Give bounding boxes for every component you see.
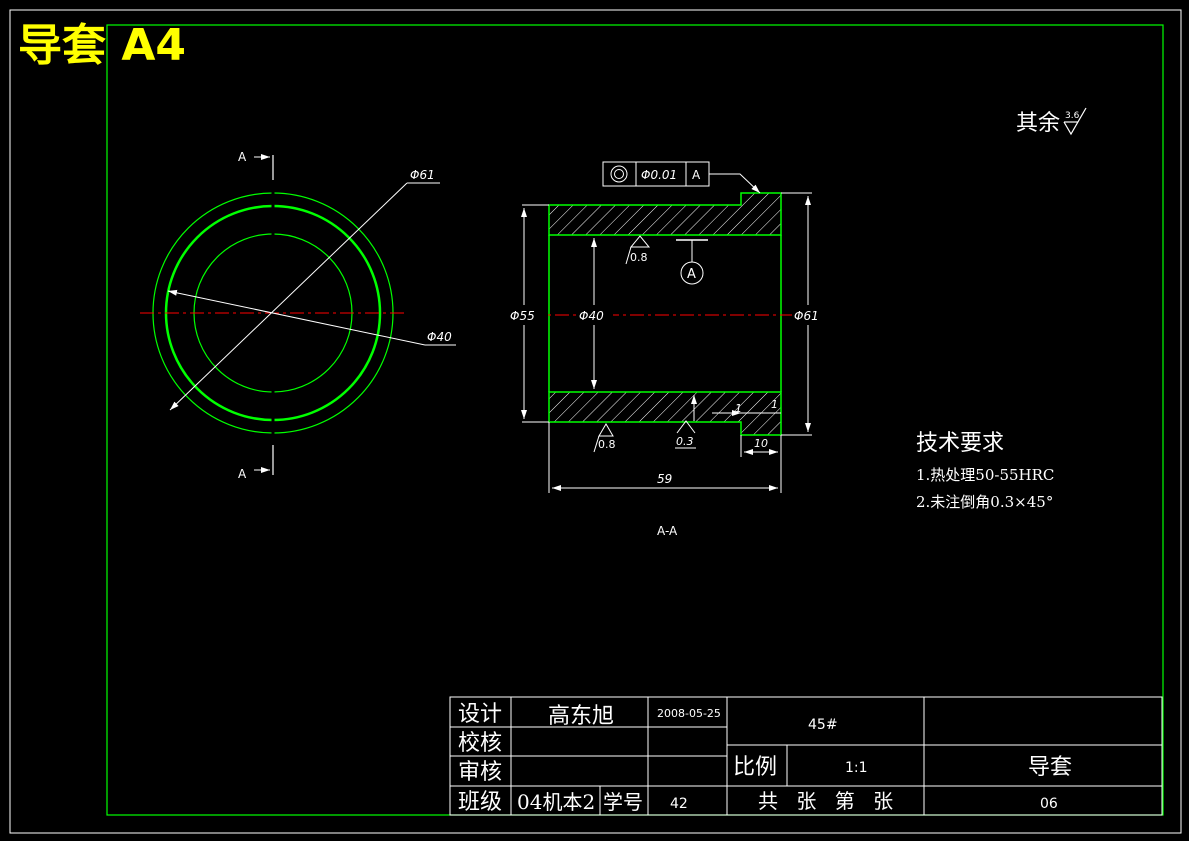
section-mark-top: A (238, 150, 247, 164)
section-caption: A-A (657, 524, 678, 538)
drawing-number: 06 (1040, 796, 1058, 812)
class-label: 班级 (458, 790, 502, 815)
dim-d40: Φ40 (579, 309, 604, 323)
section-mark-bottom: A (238, 467, 247, 481)
material: 45# (808, 717, 838, 733)
sheet-count: 共 张 第 张 (758, 789, 899, 813)
design-label: 设计 (458, 702, 502, 727)
title-block (449, 696, 1163, 816)
part-name: 导套 (1028, 755, 1072, 780)
dim-length: 59 (657, 472, 672, 486)
surface-roughness-note: 其余 3.6 (1016, 107, 1087, 136)
gdt-datum: A (692, 168, 701, 182)
outer-frame (9, 9, 1182, 834)
dim-chamfer-b: 1 (771, 398, 778, 411)
roughness-face: 0.3 (675, 395, 697, 449)
datum-a-symbol: A (676, 239, 708, 285)
concentricity-icon (610, 165, 628, 183)
designer-name: 高东旭 (548, 704, 614, 729)
drawing-title: 导套 A4 (18, 20, 186, 71)
datum-label: A (687, 267, 696, 282)
end-view: A A Φ61 Φ40 (140, 150, 456, 481)
dim-outer-61: Φ61 (410, 168, 435, 182)
scale-label: 比例 (733, 755, 777, 780)
check-label: 校核 (458, 731, 502, 756)
hatch-top-wall (548, 192, 782, 236)
title-block-text: 设计 高东旭 2008-05-25 校核 审核 班级 04机本2 学号 42 4… (458, 702, 1072, 815)
dim-chamfer-a: 1 (735, 402, 742, 415)
gdt-tolerance: Φ0.01 (641, 168, 677, 182)
rough-bottom-value: 0.8 (598, 438, 616, 451)
roughness-top: 0.8 (625, 235, 651, 265)
section-view: Φ0.01 A A 0.8 0.8 0.3 (508, 161, 828, 538)
rough-face-value: 0.3 (676, 435, 694, 448)
scale-value: 1:1 (845, 760, 868, 776)
class-value: 04机本2 (517, 790, 595, 814)
rough-top-value: 0.8 (630, 251, 648, 264)
dim-d61: Φ61 (794, 309, 819, 323)
dim-d55: Φ55 (510, 309, 535, 323)
roughness-symbol-icon (1063, 107, 1087, 136)
dim-inner-40: Φ40 (427, 330, 452, 344)
tech-item-1: 1.热处理50-55HRC (916, 466, 1054, 484)
rest-roughness-label: 其余 (1016, 111, 1060, 136)
tech-item-2: 2.未注倒角0.3×45° (916, 493, 1053, 511)
dim-flange: 10 (754, 437, 768, 450)
design-date: 2008-05-25 (657, 707, 721, 720)
student-no-label: 学号 (603, 790, 643, 814)
tech-requirements: 技术要求 1.热处理50-55HRC 2.未注倒角0.3×45° (916, 431, 1054, 511)
student-no: 42 (670, 796, 688, 812)
rest-roughness-value: 3.6 (1065, 111, 1080, 121)
tech-title: 技术要求 (916, 431, 1004, 456)
review-label: 审核 (458, 760, 502, 785)
roughness-bottom: 0.8 (593, 423, 616, 453)
gdt-frame: Φ0.01 A (602, 161, 761, 194)
